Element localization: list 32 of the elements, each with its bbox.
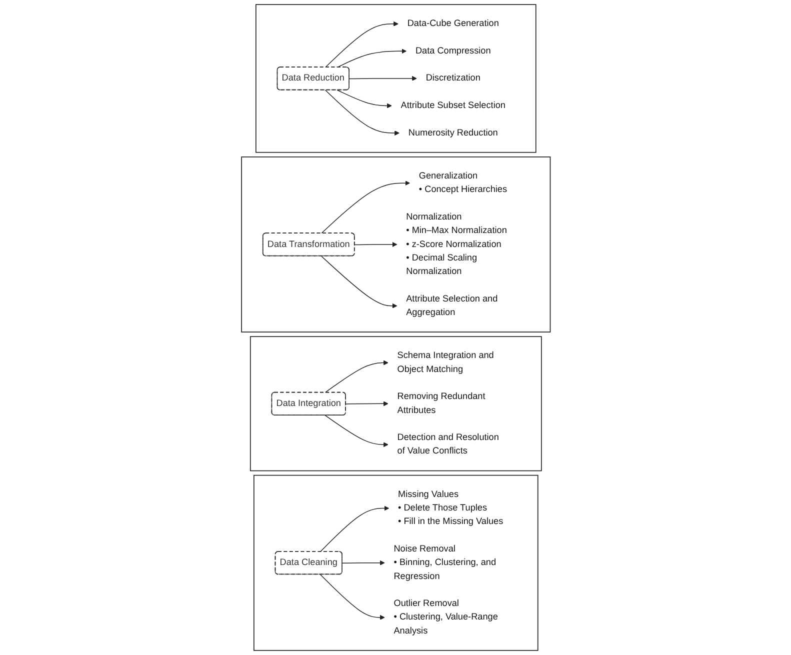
- arrow: [324, 414, 388, 448]
- node-text: Data-Cube Generation: [406, 18, 498, 28]
- arrow: [320, 574, 384, 620]
- arrow: [324, 90, 400, 136]
- node-text: Missing Values • Delete Those Tuples • Fill in the Missing Values: [398, 490, 503, 526]
- arrow: [320, 256, 397, 308]
- arrow: [324, 21, 398, 68]
- node-text: Schema Integration and Object Matching: [396, 350, 494, 374]
- arrow: [336, 48, 406, 68]
- node-text: Detection and Resolution of Value Conflicts: [396, 432, 499, 456]
- node-text: Noise Removal • Binning, Clustering, and Regression: [393, 544, 496, 582]
- node-text: Attribute Subset Selection: [400, 100, 506, 110]
- arrow: [336, 90, 392, 108]
- node-text: Normalization • Min–Max Normalization • z-Score Normalization • Decimal Scaling Normalization: [406, 212, 506, 276]
- node-text: Data Compression: [415, 46, 490, 56]
- node-text: Generalization • Concept Hierarchies: [418, 171, 507, 194]
- cluster: [255, 4, 536, 153]
- arrow: [345, 401, 388, 406]
- cluster: [250, 336, 542, 472]
- node-text: Outlier Removal • Clustering, Value-Range Analysis: [393, 598, 498, 636]
- arrow: [324, 360, 388, 393]
- arrow: [342, 560, 384, 566]
- node-text: Numerosity Reduction: [408, 128, 498, 138]
- cluster: [253, 474, 538, 651]
- arrow: [320, 506, 389, 552]
- node-text: Attribute Selection and Aggregation: [406, 294, 498, 318]
- arrow: [348, 76, 417, 81]
- node-text: Discretization: [425, 73, 480, 84]
- arrow: [320, 180, 410, 234]
- arrow: [354, 242, 397, 247]
- node-text: Removing Redundant Attributes: [396, 392, 485, 416]
- cluster: [240, 156, 550, 332]
